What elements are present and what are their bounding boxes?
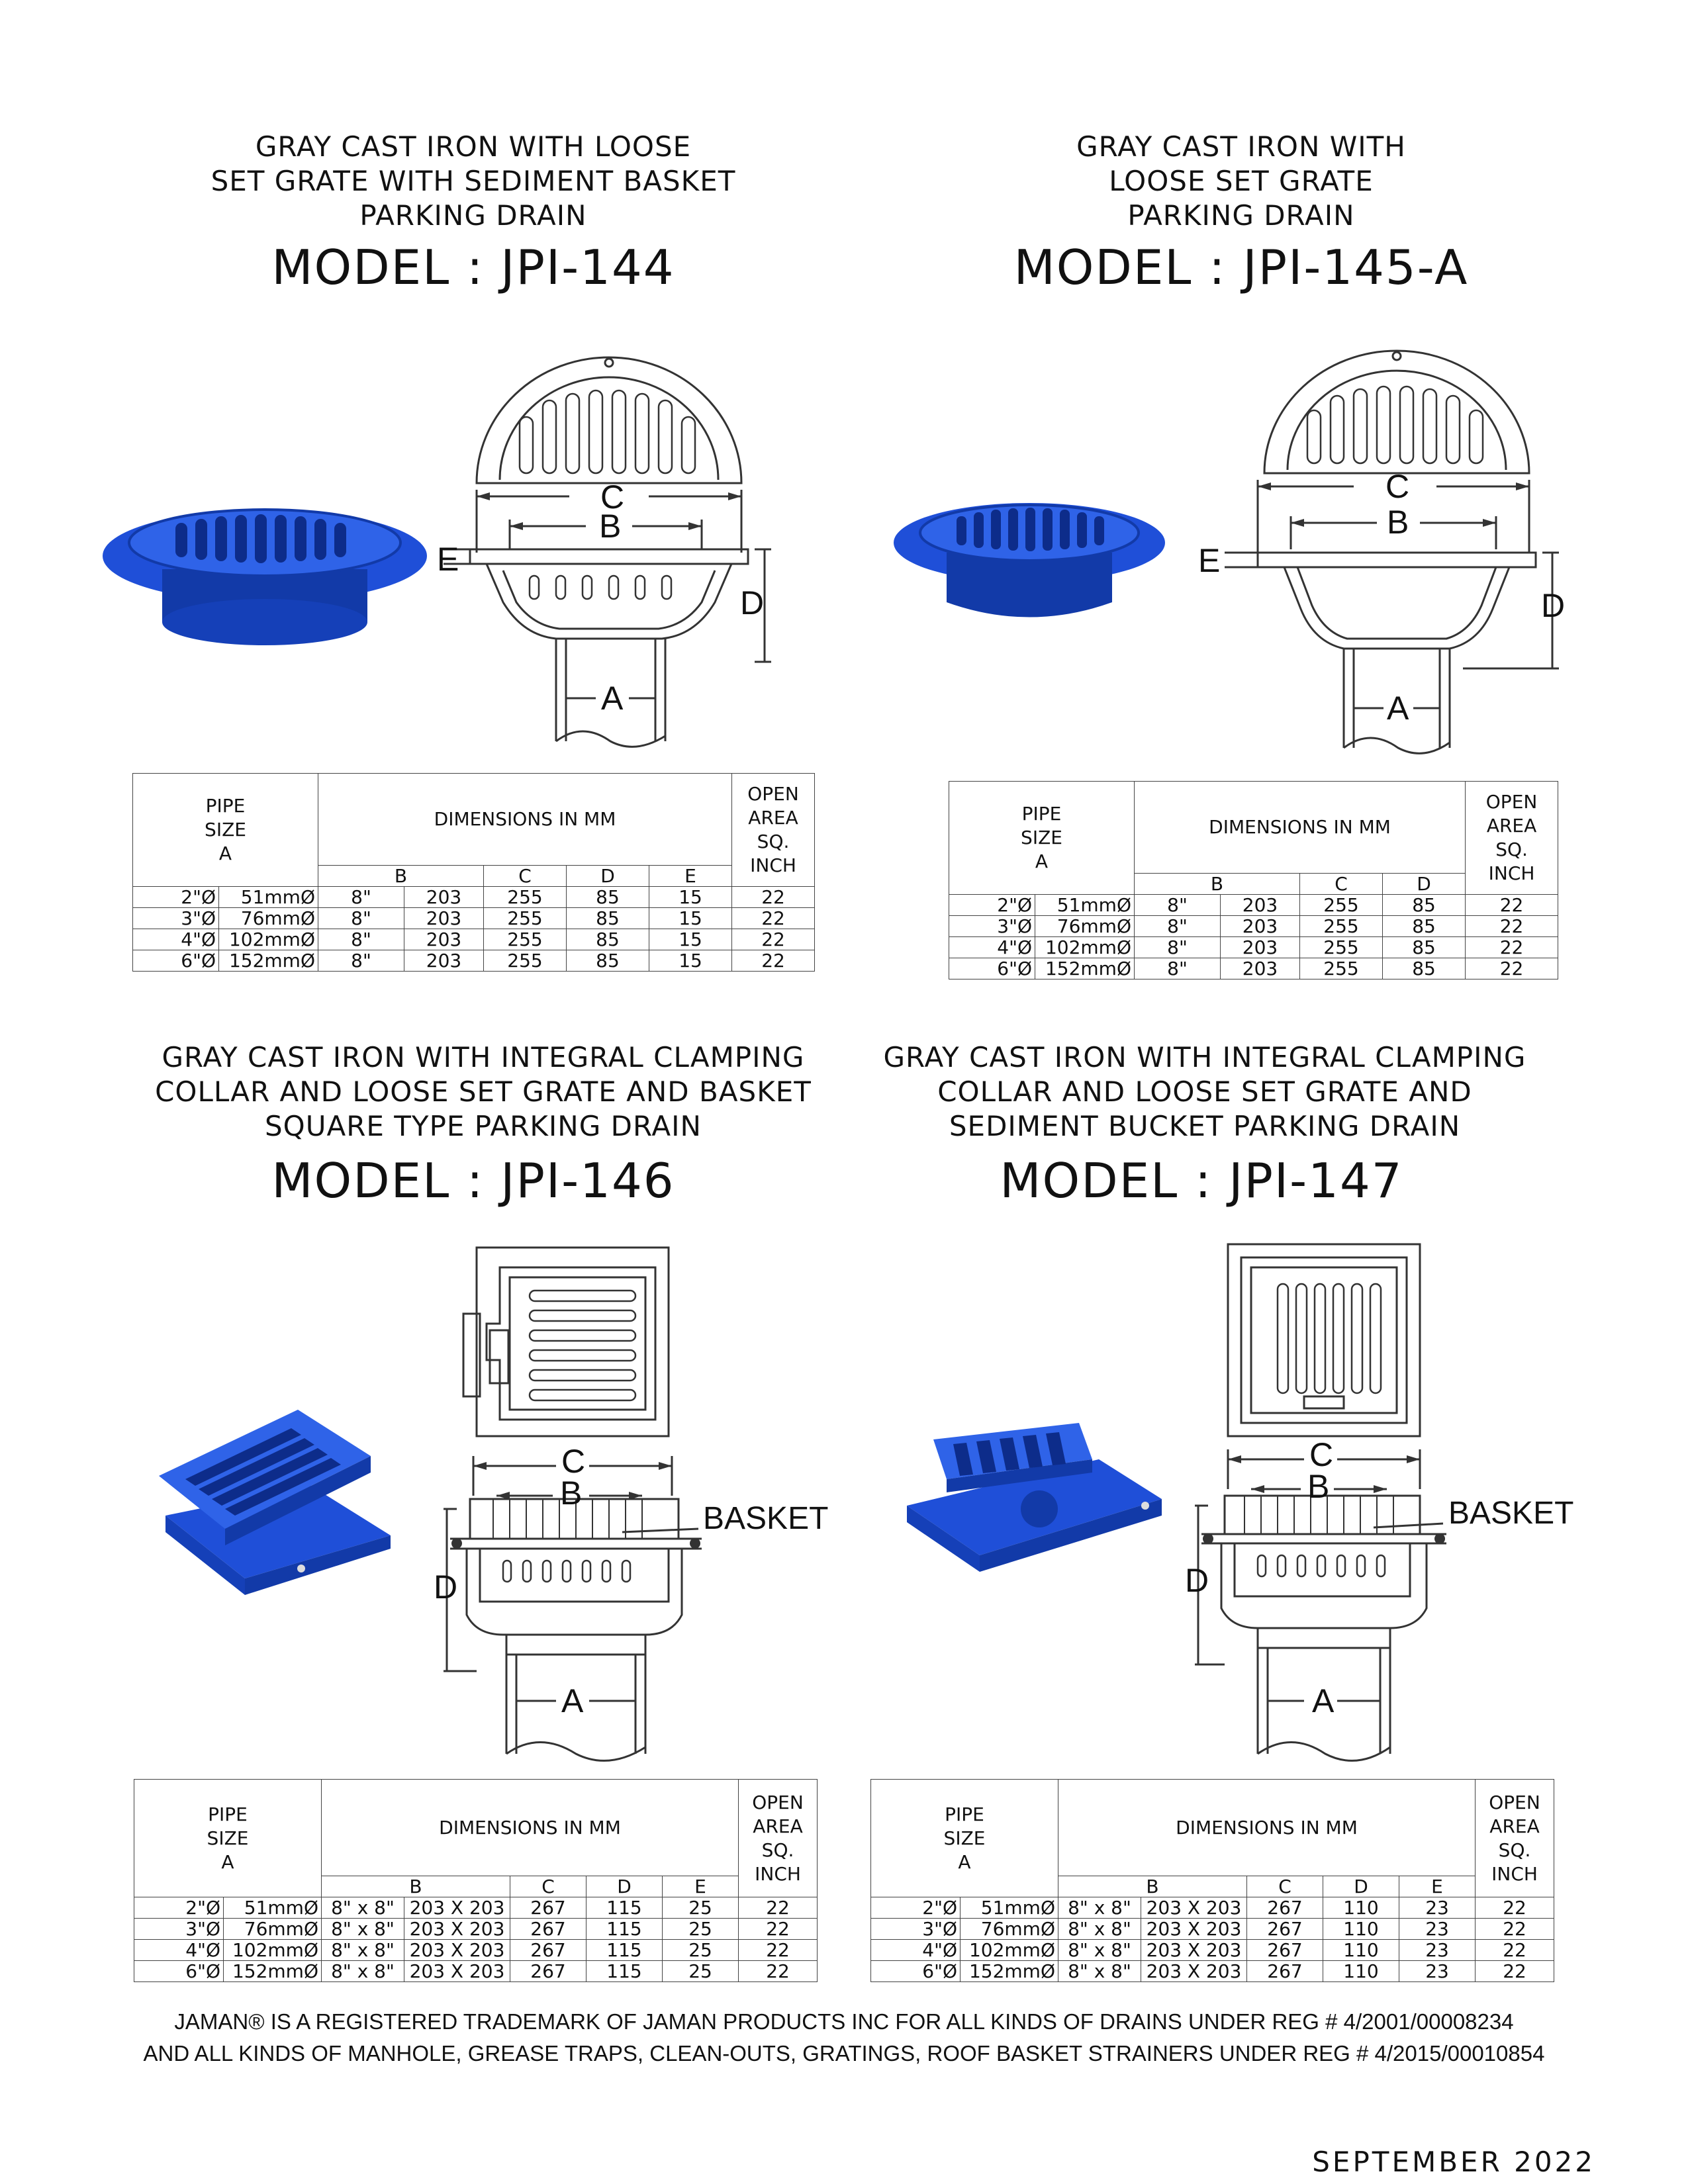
jpi144-product-photo [103, 508, 427, 645]
open-area-header: OPEN AREA SQ. INCH [1475, 1779, 1555, 1897]
jpi147-section-drawing: C B D A BASKET [1185, 1243, 1573, 1762]
trademark-line-1: JAMAN® IS A REGISTERED TRADEMARK OF JAMA… [174, 2009, 1514, 2034]
jpi145a-section-drawing: C B E D A [1198, 349, 1565, 754]
jpi146-model-title: MODEL : JPI-146 [271, 1153, 675, 1208]
jpi145a-label-c: C [1385, 468, 1409, 505]
col-header-d: D [566, 865, 649, 887]
dimensions-header: DIMENSIONS IN MM [317, 773, 733, 866]
jpi145a-model-title: MODEL : JPI-145-A [1013, 240, 1469, 295]
col-header-d: D [586, 1876, 663, 1897]
jpi146-product-photo [159, 1410, 391, 1595]
jpi147-spec-table: PIPE SIZE A DIMENSIONS IN MM OPEN AREA S… [870, 1779, 1555, 1982]
jpi145a-product-photo [894, 503, 1165, 617]
jpi146-spec-table: PIPE SIZE A DIMENSIONS IN MM OPEN AREA S… [134, 1779, 818, 1982]
trademark-line-2: AND ALL KINDS OF MANHOLE, GREASE TRAPS, … [143, 2041, 1545, 2066]
col-header-d: D [1323, 1876, 1399, 1897]
jpi144-label-c: C [600, 478, 624, 516]
col-header-c: C [1299, 873, 1383, 895]
open-area-header: OPEN AREA SQ. INCH [738, 1779, 818, 1897]
dimensions-header: DIMENSIONS IN MM [320, 1779, 739, 1876]
open-area-header: OPEN AREA SQ. INCH [1465, 781, 1559, 895]
jpi144-spec-table: PIPE SIZE A DIMENSIONS IN MM OPEN AREA S… [132, 773, 816, 972]
jpi146-section-drawing: C B D A BASKET [434, 1246, 828, 1762]
col-header-b: B [318, 865, 484, 887]
col-header-c: C [510, 1876, 586, 1897]
jpi145a-subtitle: GRAY CAST IRON WITH LOOSE SET GRATE PARK… [1076, 130, 1406, 232]
jpi144-label-a: A [601, 680, 624, 717]
pipe-size-header: PIPE SIZE A [132, 773, 318, 887]
pipe-size-header: PIPE SIZE A [949, 781, 1135, 895]
jpi144-label-d: D [740, 584, 764, 621]
jpi147-label-b: B [1307, 1468, 1329, 1505]
jpi145a-label-b: B [1387, 504, 1409, 541]
jpi147-label-basket: BASKET [1448, 1496, 1573, 1531]
col-header-d: D [1382, 873, 1466, 895]
jpi147-label-d: D [1185, 1562, 1209, 1599]
jpi145a-label-e: E [1198, 542, 1220, 579]
jpi146-label-d: D [434, 1569, 457, 1606]
pipe-size-header: PIPE SIZE A [870, 1779, 1058, 1897]
col-header-c: C [483, 865, 567, 887]
jpi144-model-title: MODEL : JPI-144 [271, 240, 675, 295]
jpi147-product-photo [907, 1423, 1162, 1572]
jpi145a-label-a: A [1387, 690, 1409, 727]
pipe-size-header: PIPE SIZE A [134, 1779, 322, 1897]
jpi146-label-a: A [561, 1682, 584, 1719]
jpi146-label-b: B [560, 1475, 582, 1512]
jpi147-label-a: A [1312, 1682, 1335, 1719]
col-header-e: E [1398, 1876, 1476, 1897]
dimensions-header: DIMENSIONS IN MM [1133, 781, 1466, 874]
jpi144-section-drawing: C B E D A [437, 356, 771, 748]
col-header-b: B [1058, 1876, 1247, 1897]
jpi144-label-e: E [437, 541, 459, 578]
jpi146-subtitle: GRAY CAST IRON WITH INTEGRAL CLAMPING CO… [155, 1041, 812, 1142]
publication-date: SEPTEMBER 2022 [1312, 2146, 1595, 2178]
jpi146-label-basket: BASKET [703, 1501, 828, 1536]
jpi147-subtitle: GRAY CAST IRON WITH INTEGRAL CLAMPING CO… [883, 1041, 1526, 1142]
col-header-e: E [648, 865, 733, 887]
jpi147-label-c: C [1309, 1436, 1333, 1473]
col-header-e: E [661, 1876, 739, 1897]
jpi145a-label-d: D [1541, 587, 1565, 624]
jpi144-label-b: B [599, 508, 621, 545]
dimensions-header: DIMENSIONS IN MM [1057, 1779, 1476, 1876]
open-area-header: OPEN AREA SQ. INCH [731, 773, 816, 887]
jpi147-model-title: MODEL : JPI-147 [1000, 1153, 1403, 1208]
col-header-b: B [321, 1876, 510, 1897]
jpi145a-spec-table: PIPE SIZE A DIMENSIONS IN MM OPEN AREA S… [949, 781, 1559, 979]
jpi146-label-c: C [561, 1443, 585, 1480]
col-header-c: C [1246, 1876, 1323, 1897]
jpi144-subtitle: GRAY CAST IRON WITH LOOSE SET GRATE WITH… [211, 130, 736, 232]
col-header-b: B [1134, 873, 1300, 895]
